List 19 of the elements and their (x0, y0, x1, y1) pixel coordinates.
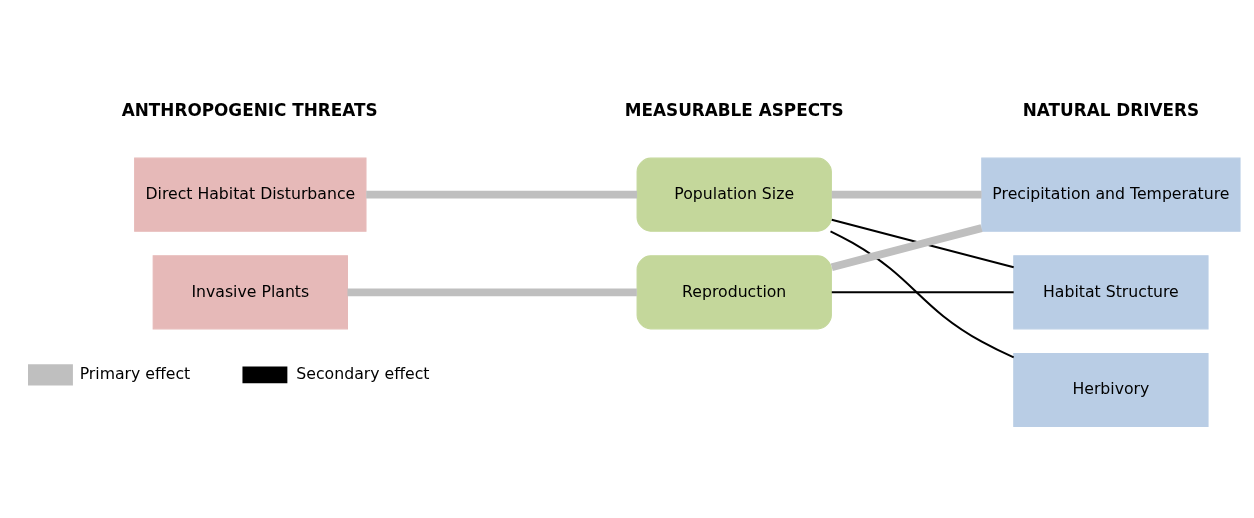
node-box: Reproduction (636, 254, 832, 329)
connector (831, 290, 1014, 293)
connector (830, 229, 1015, 358)
node-box: Precipitation and Temperature (981, 157, 1241, 232)
connector (366, 190, 638, 199)
legend-label: Primary effect (79, 363, 191, 383)
label: ANTHROPOGENIC THREATS (121, 99, 378, 120)
connector (347, 287, 637, 296)
connector (831, 218, 1014, 268)
node-box: Direct Habitat Disturbance (134, 157, 367, 232)
node-box: Invasive Plants (152, 254, 348, 329)
label: MEASURABLE ASPECTS (624, 99, 844, 120)
label: NATURAL DRIVERS (1022, 99, 1200, 120)
connector (831, 190, 982, 199)
node-box: Herbivory (1013, 352, 1209, 427)
legend-label: Secondary effect (296, 363, 430, 383)
connector (830, 223, 983, 271)
node-box: Population Size (636, 157, 832, 232)
node-box: Habitat Structure (1013, 254, 1209, 329)
